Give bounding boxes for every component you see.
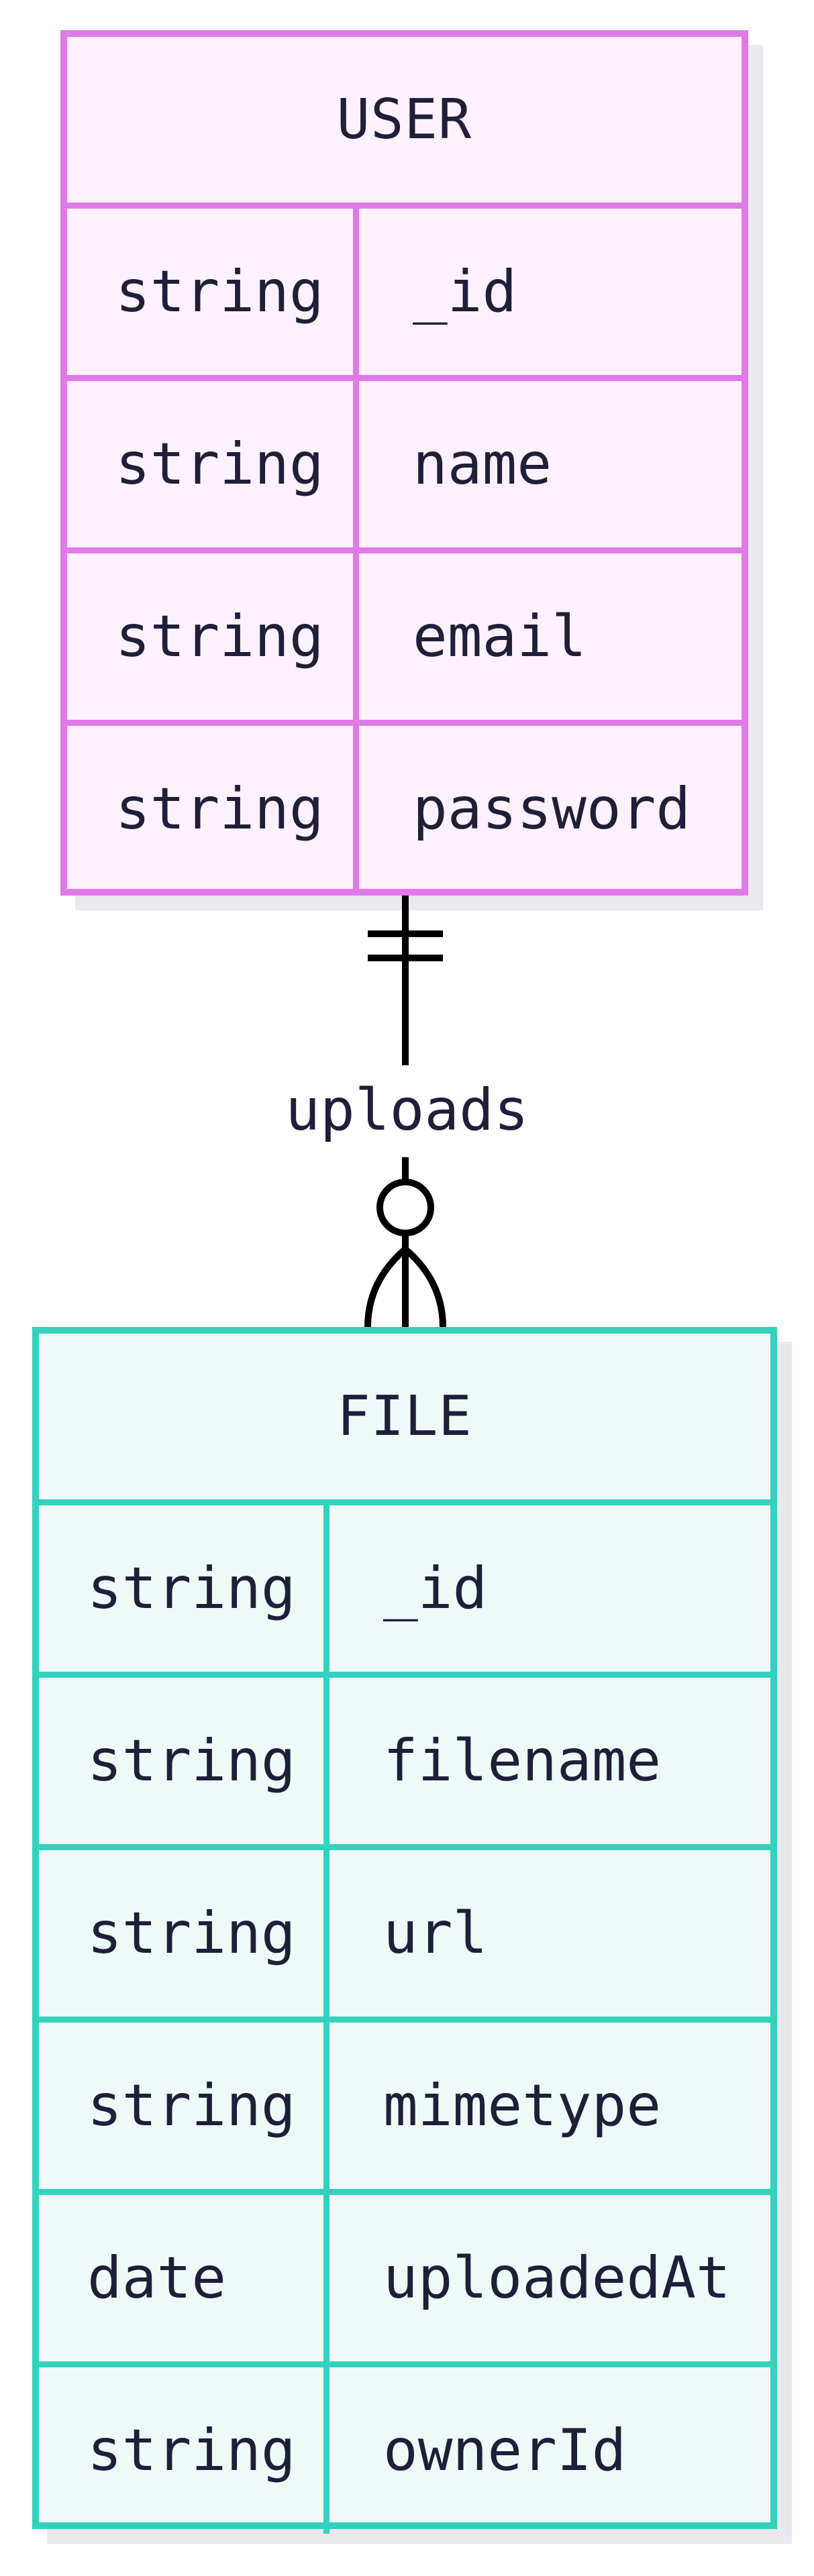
attribute-name: _id <box>413 258 517 325</box>
attribute-row: string _id <box>39 1499 770 1672</box>
attribute-name: mimetype <box>383 2072 662 2139</box>
cardinality-zero-circle <box>376 1179 434 1236</box>
attribute-type: string <box>39 1505 329 1672</box>
attribute-type: string <box>39 2367 329 2534</box>
attribute-row: string password <box>67 720 742 892</box>
attribute-type: string <box>67 381 359 547</box>
attribute-type: string <box>67 553 359 720</box>
attribute-row: string name <box>67 375 742 547</box>
attribute-name: password <box>413 775 691 843</box>
attribute-row: string mimetype <box>39 2017 770 2189</box>
attribute-name: url <box>383 1900 488 1967</box>
entity-user: USER string _id string name string email… <box>60 30 748 896</box>
attribute-row: string ownerId <box>39 2361 770 2534</box>
crows-foot-left <box>364 1246 408 1328</box>
attribute-row: string filename <box>39 1672 770 1844</box>
attribute-name: filename <box>383 1727 662 1794</box>
attribute-name: uploadedAt <box>383 2245 731 2312</box>
entity-title: USER <box>336 88 472 152</box>
attribute-row: string _id <box>67 203 742 375</box>
attribute-name: email <box>413 603 587 670</box>
attribute-type: string <box>67 209 359 375</box>
attribute-type: string <box>39 1678 329 1844</box>
attribute-row: string email <box>67 547 742 720</box>
attribute-name: ownerId <box>383 2417 627 2484</box>
attribute-name: _id <box>383 1555 488 1622</box>
attribute-type: string <box>67 726 359 892</box>
entity-title: FILE <box>337 1385 472 1448</box>
attribute-type: date <box>39 2195 329 2361</box>
attribute-row: string url <box>39 1844 770 2017</box>
attribute-type: string <box>39 1850 329 2017</box>
entity-file: FILE string _id string filename string u… <box>32 1327 777 2534</box>
attribute-row: date uploadedAt <box>39 2189 770 2361</box>
attribute-type: string <box>39 2023 329 2189</box>
attribute-name: name <box>413 431 552 498</box>
relationship-label: uploads <box>285 1077 529 1144</box>
crows-foot-right <box>403 1246 446 1328</box>
